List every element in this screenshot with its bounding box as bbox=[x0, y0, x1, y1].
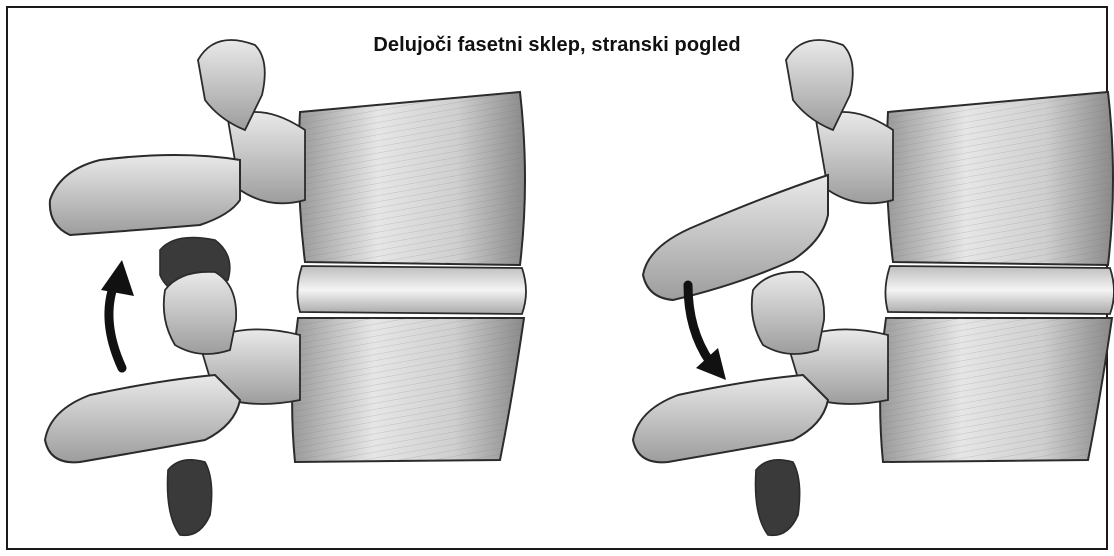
left-spine-segment bbox=[45, 40, 526, 535]
lower-spinous-process bbox=[45, 375, 240, 462]
facet-joint bbox=[164, 272, 236, 354]
flexion-arrow bbox=[688, 285, 726, 380]
extension-arrow bbox=[101, 260, 134, 368]
lower-spinous-process bbox=[633, 375, 828, 462]
upper-spinous-process bbox=[50, 155, 240, 235]
figure-title: Delujoči fasetni sklep, stranski pogled bbox=[0, 34, 1114, 57]
right-spine-segment bbox=[633, 40, 1114, 535]
facet-joint bbox=[752, 272, 824, 354]
